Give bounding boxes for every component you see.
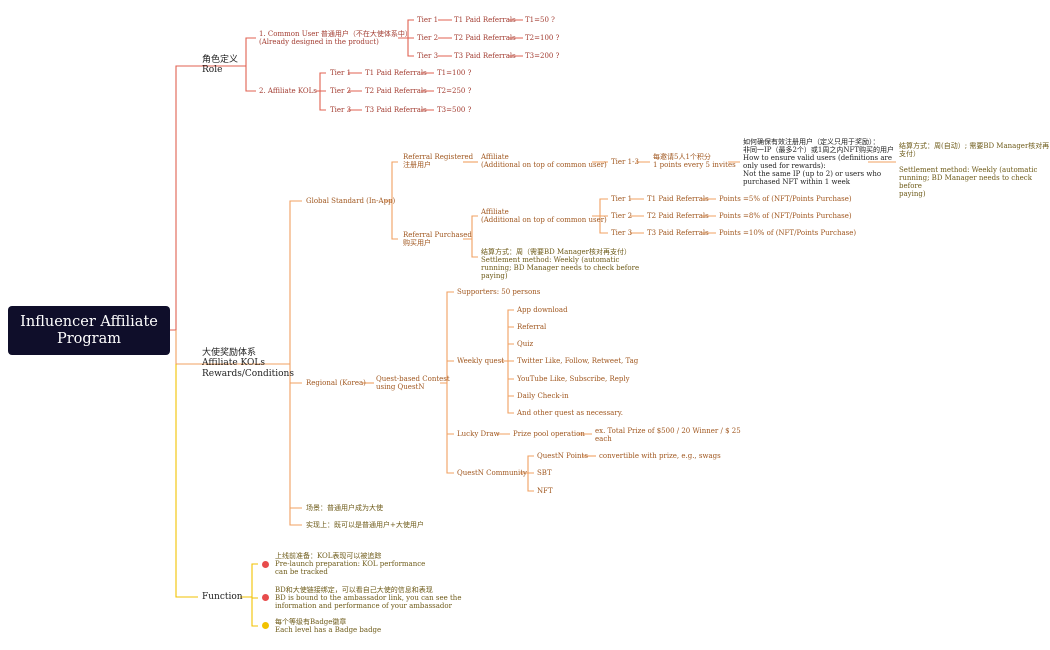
scene-node[interactable]: 场景：普通用户成为大使 (306, 504, 383, 512)
convertible-prize-node[interactable]: convertible with prize, e.g., swags (599, 452, 721, 460)
quest-twitter[interactable]: Twitter Like, Follow, Retweet, Tag (517, 357, 639, 365)
red-bullet-icon (262, 561, 269, 568)
sbt-node[interactable]: SBT (537, 469, 552, 477)
quest-daily-checkin[interactable]: Daily Check-in (517, 392, 569, 400)
prize-pool-node[interactable]: Prize pool operation (513, 430, 585, 438)
quest-quiz[interactable]: Quiz (517, 340, 534, 348)
referral-registered-node[interactable]: Referral Registered 注册用户 (403, 153, 474, 170)
kol-tier-1[interactable]: Tier 1 (330, 69, 352, 77)
rewards-node[interactable]: 大使奖励体系 Affiliate KOLs Rewards/Conditions (202, 348, 294, 379)
nft-node[interactable]: NFT (537, 487, 553, 495)
prize-example-node[interactable]: ex. Total Prize of $500 / 20 Winner / $ … (595, 427, 741, 444)
kol-tier-3-value[interactable]: T3=500 ? (437, 106, 472, 114)
kol-tier-1-referrals[interactable]: T1 Paid Referrals (365, 69, 427, 77)
function-item-bd-binding[interactable]: BD和大使链接绑定，可以看自己大使的信息和表现 BD is bound to t… (275, 586, 462, 611)
kol-tier-2-referrals[interactable]: T2 Paid Referrals (365, 87, 427, 95)
regional-korea-node[interactable]: Regional (Korea) (306, 379, 366, 387)
purchased-tier-1-value[interactable]: Points =5% of (NFT/Points Purchase) (719, 195, 852, 203)
common-tier-1-value[interactable]: T1=50 ? (525, 16, 555, 24)
referral-purchased-node[interactable]: Referral Purchased 购买用户 (403, 231, 472, 248)
purchased-tier-2-referrals[interactable]: T2 Paid Referrals (647, 212, 709, 220)
kol-tier-3[interactable]: Tier 3 (330, 106, 352, 114)
quest-youtube[interactable]: YouTube Like, Subscribe, Reply (517, 375, 630, 383)
common-tier-2-value[interactable]: T2=100 ? (525, 34, 560, 42)
function-item-tracking[interactable]: 上线前准备：KOL表现可以被追踪 Pre-launch preparation:… (275, 552, 426, 577)
root-node[interactable]: Influencer Affiliate Program (8, 306, 170, 355)
registered-settlement-node[interactable]: 结算方式：周(自动）; 需要BD Manager核对再 支付） Settleme… (899, 142, 1050, 199)
weekly-quest-node[interactable]: Weekly quest (457, 357, 505, 365)
questn-points-node[interactable]: QuestN Points (537, 452, 588, 460)
purchased-tier-2-value[interactable]: Points =8% of (NFT/Points Purchase) (719, 212, 852, 220)
quest-contest-node[interactable]: Quest-based Contest using QuestN (376, 375, 450, 392)
lucky-draw-node[interactable]: Lucky Draw (457, 430, 500, 438)
supporters-node[interactable]: Supporters: 50 persons (457, 288, 541, 296)
valid-user-rule-node[interactable]: 如何确保有效注册用户（定义只用于奖励）： 非同一IP（最多2个）或1周之内NFT… (743, 138, 895, 187)
registered-tier-node[interactable]: Tier 1-3 (611, 158, 639, 166)
implementation-node[interactable]: 实现上：既可以是普通用户+大使用户 (306, 521, 424, 529)
purchased-tier-3-referrals[interactable]: T3 Paid Referrals (647, 229, 709, 237)
red-bullet-icon (262, 594, 269, 601)
yellow-bullet-icon (262, 622, 269, 629)
registered-affiliate-node[interactable]: Affiliate (Additional on top of common u… (481, 153, 607, 170)
purchased-tier-1-referrals[interactable]: T1 Paid Referrals (647, 195, 709, 203)
purchased-tier-3-value[interactable]: Points =10% of (NFT/Points Purchase) (719, 229, 857, 237)
registered-points-node[interactable]: 每邀请5人1个积分 1 points every 5 invites (653, 153, 736, 170)
purchased-tier-3[interactable]: Tier 3 (611, 229, 633, 237)
quest-referral[interactable]: Referral (517, 323, 547, 331)
common-tier-1-referrals[interactable]: T1 Paid Referrals (454, 16, 516, 24)
kol-tier-2[interactable]: Tier 2 (330, 87, 352, 95)
purchased-settlement-node[interactable]: 结算方式：周（需要BD Manager核对再支付） Settlement met… (481, 248, 640, 281)
global-standard-node[interactable]: Global Standard (In-App) (306, 197, 396, 205)
quest-app-download[interactable]: App download (517, 306, 568, 314)
common-tier-2-referrals[interactable]: T2 Paid Referrals (454, 34, 516, 42)
common-tier-3-value[interactable]: T3=200 ? (525, 52, 560, 60)
common-tier-1[interactable]: Tier 1 (417, 16, 439, 24)
purchased-affiliate-node[interactable]: Affiliate (Additional on top of common u… (481, 208, 607, 225)
common-tier-3-referrals[interactable]: T3 Paid Referrals (454, 52, 516, 60)
function-node[interactable]: Function (202, 592, 243, 602)
common-tier-2[interactable]: Tier 2 (417, 34, 439, 42)
purchased-tier-1[interactable]: Tier 1 (611, 195, 633, 203)
questn-community-node[interactable]: QuestN Community (457, 469, 528, 477)
common-user-node[interactable]: 1. Common User 普通用户（不在大使体系中） (Already de… (259, 30, 412, 47)
common-tier-3[interactable]: Tier 3 (417, 52, 439, 60)
kol-tier-2-value[interactable]: T2=250 ? (437, 87, 472, 95)
function-item-badge[interactable]: 每个等级有Badge徽章 Each level has a Badge badg… (275, 618, 382, 635)
purchased-tier-2[interactable]: Tier 2 (611, 212, 633, 220)
quest-other[interactable]: And other quest as necessary. (517, 409, 623, 417)
kol-tier-1-value[interactable]: T1=100 ? (437, 69, 472, 77)
affiliate-kols-node[interactable]: 2. Affiliate KOLs (259, 87, 317, 95)
kol-tier-3-referrals[interactable]: T3 Paid Referrals (365, 106, 427, 114)
role-node[interactable]: 角色定义 Role (202, 55, 239, 76)
